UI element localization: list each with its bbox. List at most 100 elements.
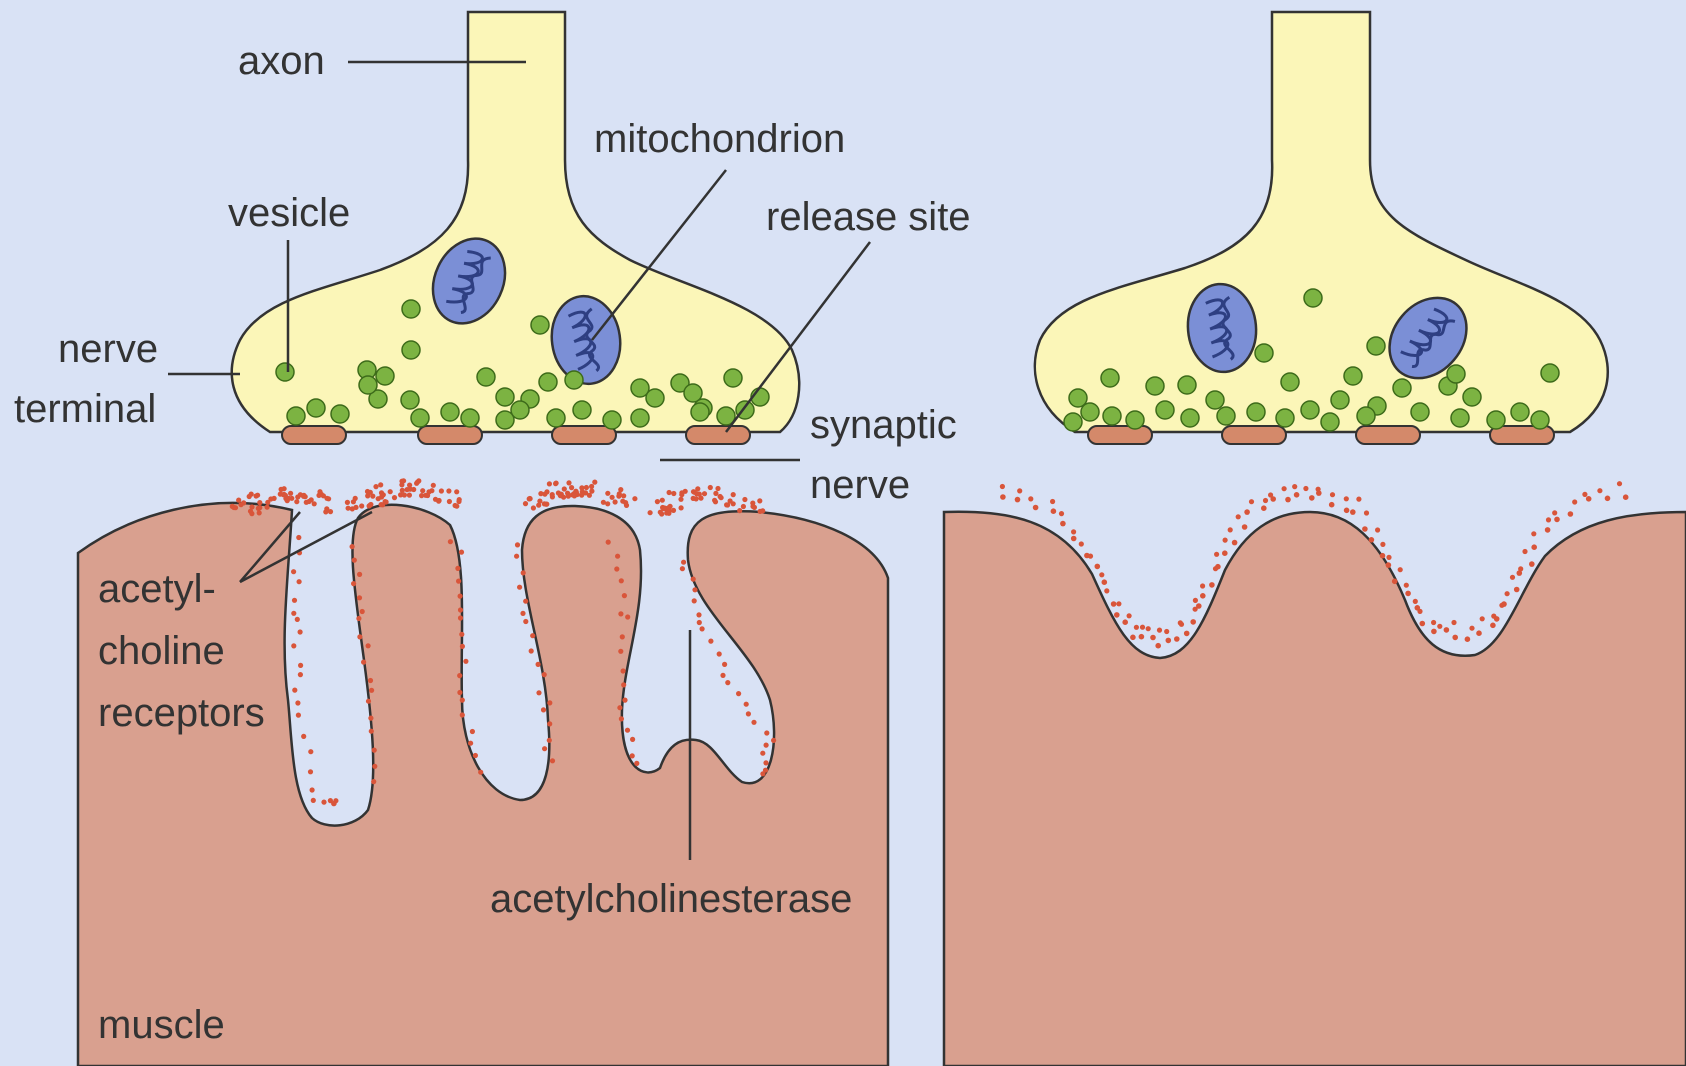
receptor-dot — [661, 506, 666, 511]
receptor-dot — [1329, 502, 1335, 508]
receptor-dot — [741, 504, 746, 509]
receptor-dot — [401, 478, 406, 483]
receptor-dot — [1568, 511, 1574, 517]
receptor-dot — [1546, 517, 1551, 522]
receptor-dot — [473, 753, 478, 758]
vesicle — [1064, 413, 1082, 431]
receptor-dot — [1215, 564, 1221, 570]
receptor-dot — [528, 496, 533, 501]
receptor-dot — [317, 489, 322, 494]
receptor-dot — [361, 660, 366, 665]
receptor-dot — [1413, 599, 1418, 604]
receptor-dot — [632, 496, 637, 501]
synaptic-nerve-label-line2: nerve — [810, 463, 910, 507]
vesicle — [496, 388, 514, 406]
receptor-dot — [1392, 579, 1398, 585]
receptor-dot — [617, 705, 622, 710]
vesicle — [631, 409, 649, 427]
release-site — [418, 426, 482, 444]
muscle-label: muscle — [98, 1003, 225, 1047]
receptor-dot — [592, 480, 597, 485]
receptor-dot — [431, 483, 436, 488]
receptor-dot — [1242, 524, 1248, 530]
mitochondrion-label: mitochondrion — [594, 117, 845, 161]
receptor-dot — [400, 488, 405, 493]
vesicle — [539, 373, 557, 391]
receptor-dot — [530, 633, 535, 638]
receptor-dot — [458, 607, 463, 612]
receptor-dot — [708, 639, 713, 644]
vesicle — [1126, 411, 1144, 429]
vesicle — [1447, 365, 1465, 383]
receptor-dot — [1586, 496, 1592, 502]
receptor-dot — [360, 609, 365, 614]
receptor-dot — [671, 491, 676, 496]
vesicle — [1181, 409, 1199, 427]
receptor-dot — [1249, 499, 1254, 504]
receptor-dot — [388, 489, 393, 494]
receptor-dot — [655, 499, 660, 504]
vesicle — [307, 399, 325, 417]
receptor-dot — [249, 492, 254, 497]
receptor-dot — [691, 489, 696, 494]
receptor-dot — [1572, 499, 1577, 504]
receptor-dot — [610, 495, 615, 500]
receptor-dot — [460, 644, 465, 649]
receptor-dot — [1417, 609, 1422, 614]
receptor-dot — [1190, 619, 1196, 625]
receptor-dot — [1469, 626, 1474, 631]
receptor-dot — [357, 634, 362, 639]
receptor-dot — [1017, 488, 1022, 493]
receptor-dot — [713, 491, 718, 496]
receptor-dot — [760, 751, 765, 756]
receptor-dot — [1529, 561, 1535, 567]
receptor-dot — [584, 485, 589, 490]
receptor-dot — [700, 626, 705, 631]
receptor-dot — [1364, 510, 1369, 515]
vesicle — [1367, 337, 1385, 355]
receptor-dot — [536, 662, 541, 667]
acetylcholine-receptors-label-line1: acetyl- — [98, 567, 216, 611]
receptor-dot — [1316, 487, 1321, 492]
receptor-dot — [447, 499, 452, 504]
receptor-dot — [1000, 494, 1006, 500]
receptor-dot — [1179, 622, 1184, 627]
receptor-dot — [458, 615, 463, 620]
receptor-dot — [291, 611, 296, 616]
vesicle — [1081, 403, 1099, 421]
receptor-dot — [367, 503, 372, 508]
receptor-dot — [420, 488, 425, 493]
vesicle — [511, 401, 529, 419]
vesicle — [402, 300, 420, 318]
receptor-dot — [542, 672, 547, 677]
receptor-dot — [606, 540, 611, 545]
release-site — [1356, 426, 1420, 444]
receptor-dot — [720, 673, 725, 678]
receptor-dot — [1200, 583, 1205, 588]
receptor-dot — [1214, 552, 1219, 557]
receptor-dot — [757, 498, 762, 503]
receptor-dot — [1071, 536, 1077, 542]
receptor-dot — [630, 753, 635, 758]
vesicle — [1281, 373, 1299, 391]
receptor-dot — [236, 498, 241, 503]
receptor-dot — [542, 746, 547, 751]
receptor-dot — [402, 492, 407, 497]
receptor-dot — [1420, 621, 1426, 627]
receptor-dot — [301, 734, 306, 739]
receptor-dot — [1130, 635, 1136, 641]
receptor-dot — [1139, 634, 1145, 640]
vesicle — [331, 405, 349, 423]
receptor-dot — [249, 511, 254, 516]
receptor-dot — [359, 503, 364, 508]
nerve-terminal-right — [1035, 12, 1608, 432]
vesicle — [646, 389, 664, 407]
vesicle — [1411, 403, 1429, 421]
receptor-dot — [751, 720, 756, 725]
receptor-dot — [616, 494, 621, 499]
vesicle — [1301, 401, 1319, 419]
receptor-dot — [1261, 505, 1267, 511]
receptor-dot — [1356, 497, 1361, 502]
receptor-dot — [295, 494, 300, 499]
receptor-dot — [514, 554, 519, 559]
